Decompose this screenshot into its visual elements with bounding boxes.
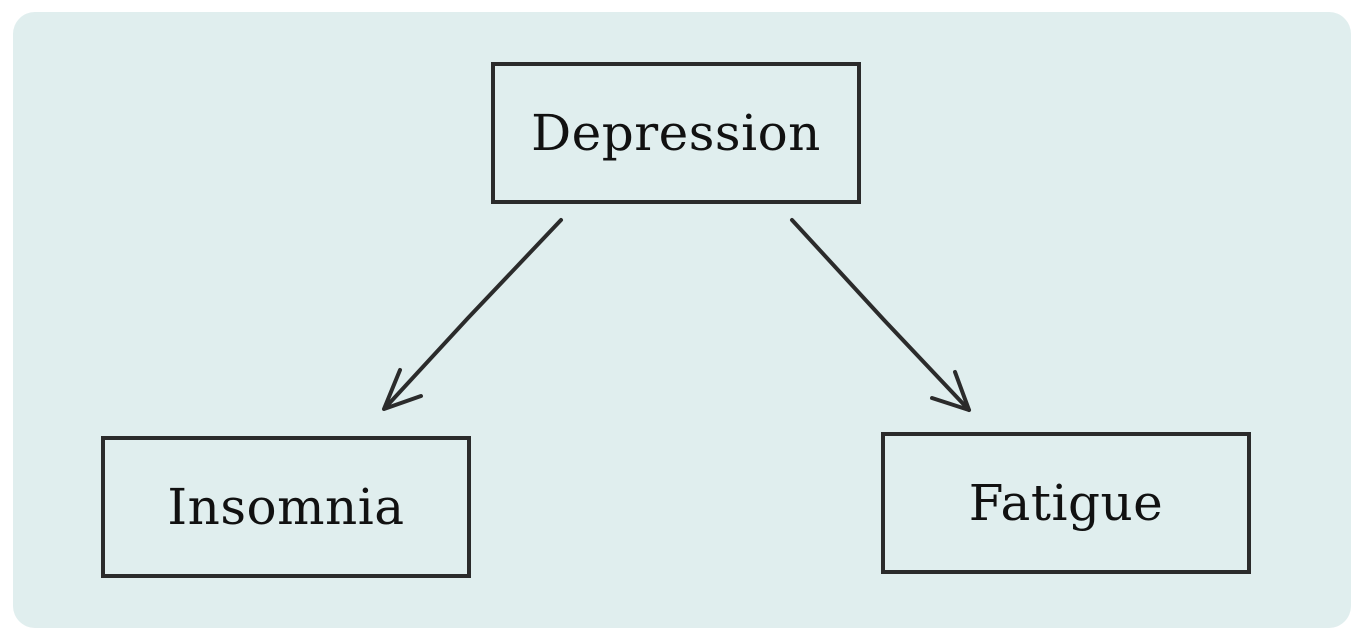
arrowhead-fatigue: [930, 370, 971, 412]
edge-depression-fatigue: [790, 218, 971, 412]
arrowhead-insomnia: [382, 368, 423, 411]
node-fatigue-label: Fatigue: [968, 474, 1164, 532]
node-insomnia: Insomnia: [101, 436, 471, 578]
node-insomnia-label: Insomnia: [167, 478, 405, 536]
node-fatigue: Fatigue: [881, 432, 1251, 574]
node-depression: Depression: [491, 62, 861, 204]
node-depression-label: Depression: [531, 104, 821, 162]
edge-depression-insomnia: [383, 218, 563, 410]
